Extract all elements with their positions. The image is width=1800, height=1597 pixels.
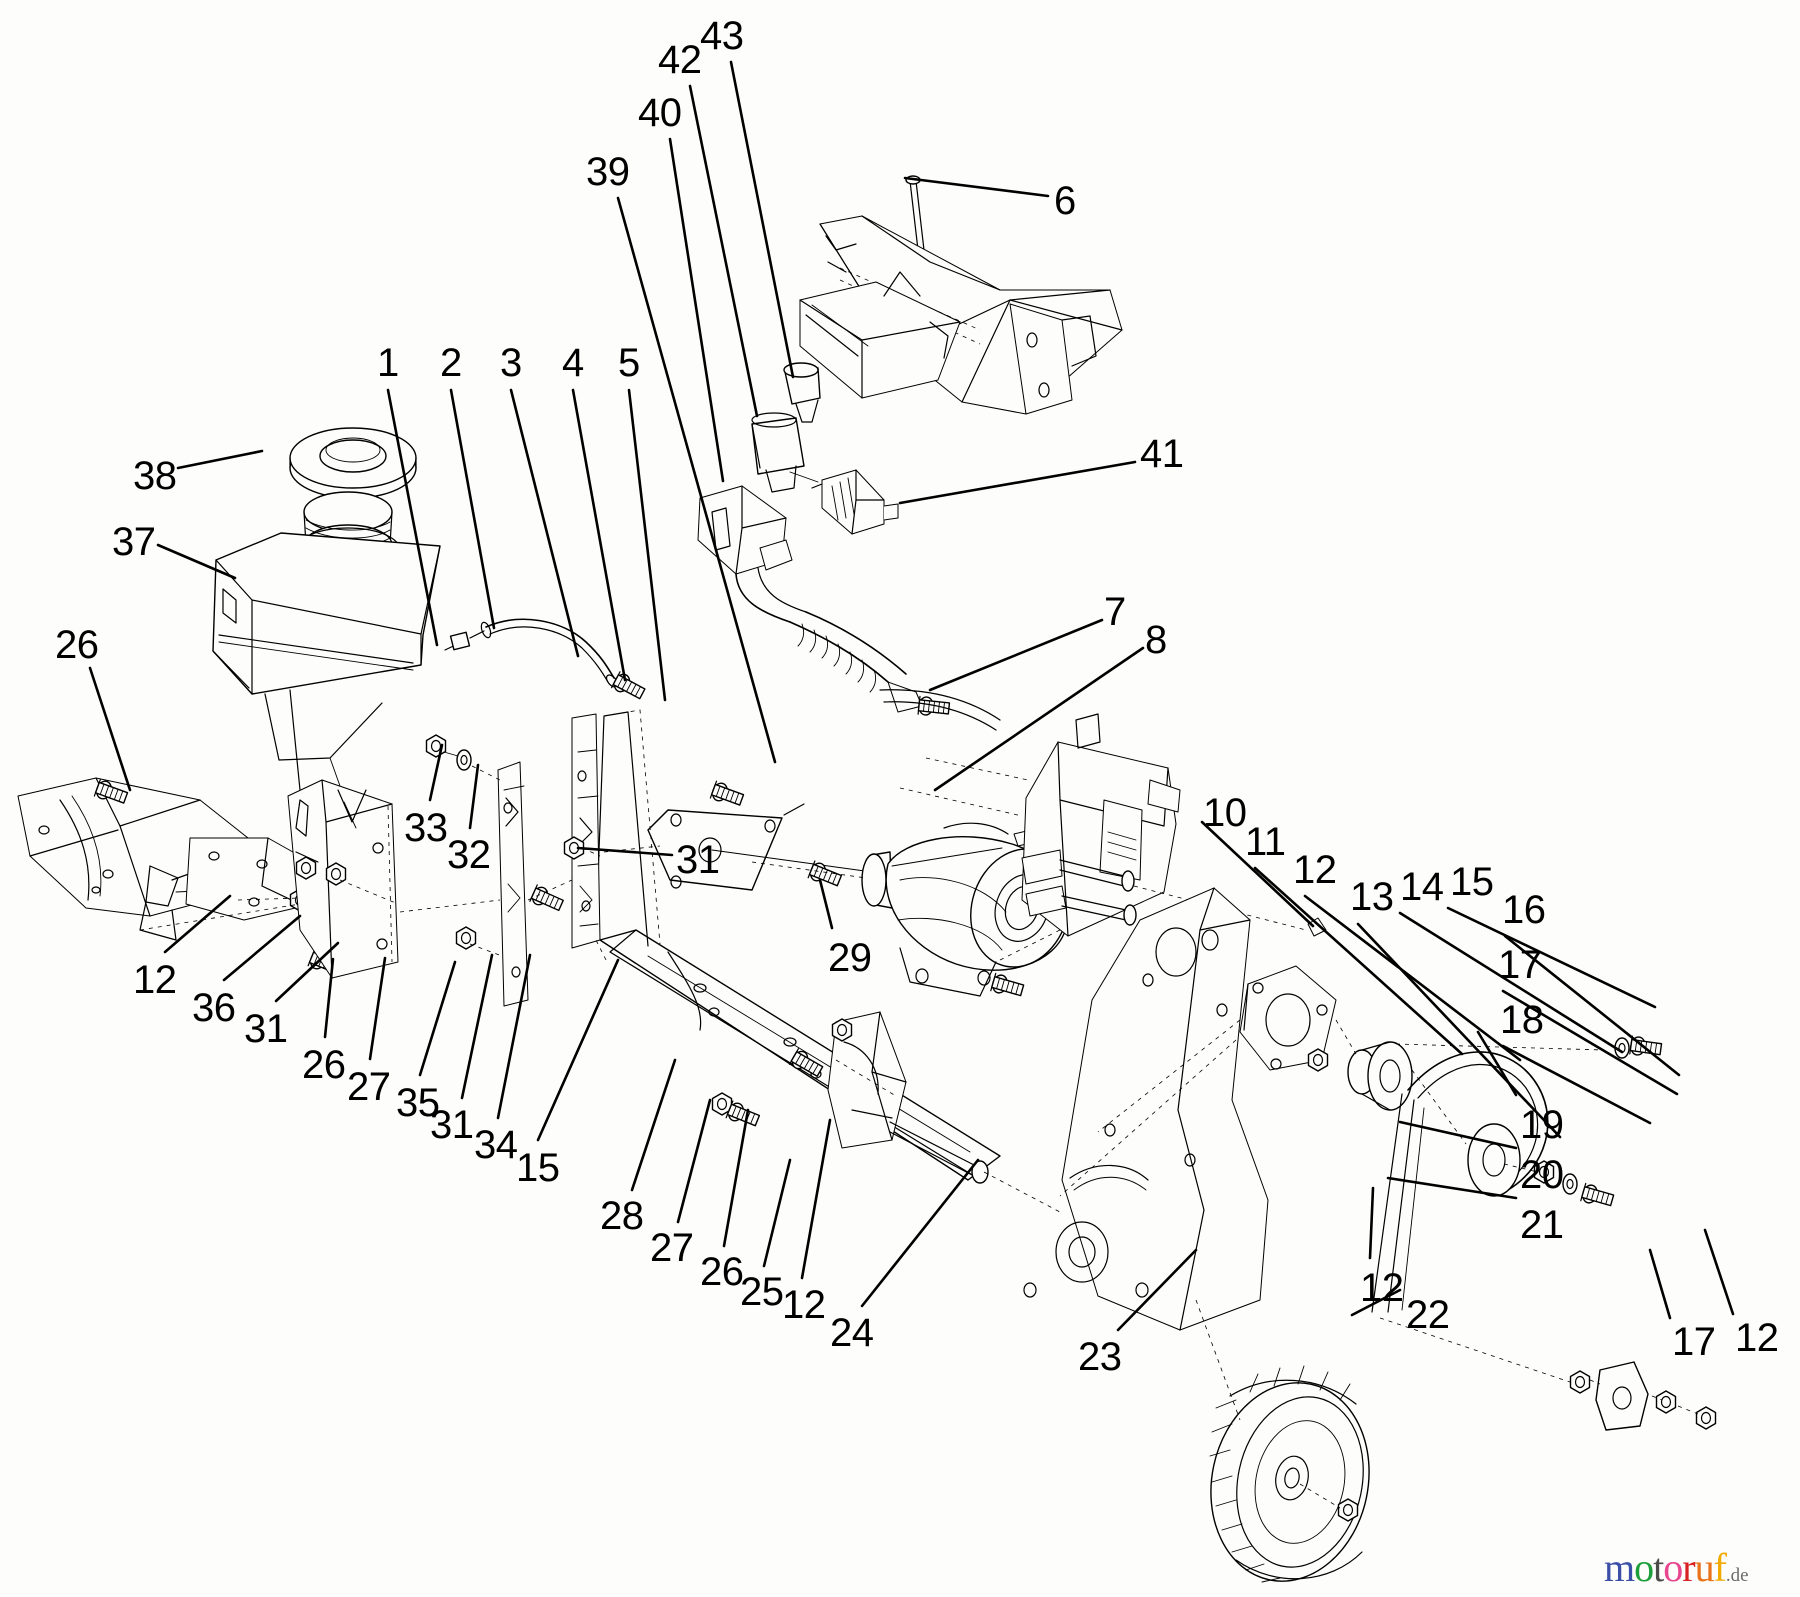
- callout-22: 22: [1406, 1293, 1450, 1337]
- callout-23: 23: [1078, 1335, 1122, 1379]
- callout-20: 20: [1520, 1153, 1564, 1197]
- wm-letter-t: t: [1653, 1545, 1664, 1590]
- callout-12: 12: [1360, 1266, 1404, 1310]
- motoruf-watermark: motoruf.de: [1604, 1548, 1749, 1588]
- part-6-chute-assembly: [799, 175, 1123, 415]
- wm-letter-u: u: [1694, 1545, 1715, 1590]
- callout-15: 15: [1450, 860, 1494, 904]
- callout-13: 13: [1350, 875, 1394, 919]
- callout-19: 19: [1520, 1103, 1564, 1147]
- callout-7: 7: [1104, 590, 1126, 634]
- callout-33: 33: [404, 806, 448, 850]
- part-35-center-plate: [287, 713, 601, 1007]
- callout-25: 25: [740, 1270, 784, 1314]
- callout-36: 36: [192, 986, 236, 1030]
- wm-letter-r: r: [1682, 1545, 1695, 1590]
- callout-29: 29: [828, 936, 872, 980]
- callout-27: 27: [650, 1226, 694, 1270]
- callout-38: 38: [133, 454, 177, 498]
- callout-12: 12: [1293, 848, 1337, 892]
- callout-10: 10: [1203, 791, 1247, 835]
- callout-12: 12: [1735, 1316, 1779, 1360]
- callout-31: 31: [676, 838, 720, 882]
- callout-26: 26: [55, 623, 99, 667]
- callout-37: 37: [112, 520, 156, 564]
- callout-4: 4: [562, 341, 584, 385]
- wm-letter-m: m: [1604, 1545, 1635, 1590]
- callout-14: 14: [1400, 865, 1444, 909]
- part-10-23-drive-assembly: [1023, 887, 1717, 1583]
- callout-18: 18: [1500, 998, 1544, 1042]
- callout-17: 17: [1498, 943, 1542, 987]
- part-38-cap-ring: [289, 427, 417, 499]
- callout-3: 3: [500, 341, 522, 385]
- callout-6: 6: [1054, 179, 1076, 223]
- callout-1: 1: [377, 341, 399, 385]
- callout-40: 40: [638, 91, 682, 135]
- callout-24: 24: [830, 1311, 874, 1355]
- part-42-40-plug: [751, 362, 821, 493]
- callout-31: 31: [430, 1103, 474, 1147]
- callout-26: 26: [700, 1250, 744, 1294]
- part-28-frame-tube: [595, 709, 1061, 1213]
- callout-21: 21: [1520, 1203, 1564, 1247]
- wm-letter-f: f: [1713, 1545, 1727, 1590]
- callout-28: 28: [600, 1194, 644, 1238]
- callout-27: 27: [347, 1065, 391, 1109]
- part-7-8-motor: [711, 713, 1181, 1000]
- callout-12: 12: [133, 958, 177, 1002]
- callout-41: 41: [1140, 432, 1184, 476]
- callout-2: 2: [440, 341, 462, 385]
- part-5-triangle-bracket: [647, 780, 805, 891]
- callout-17: 17: [1672, 1320, 1716, 1364]
- callout-11: 11: [1245, 820, 1286, 864]
- callout-16: 16: [1502, 888, 1546, 932]
- callout-31: 31: [244, 1007, 288, 1051]
- part-fuel-line-assembly: [444, 618, 648, 703]
- callout-39: 39: [586, 150, 630, 194]
- wm-suffix: .de: [1725, 1565, 1749, 1586]
- part-23-wheel: [1209, 1365, 1370, 1583]
- callout-15: 15: [516, 1146, 560, 1190]
- callout-26: 26: [302, 1043, 346, 1087]
- callout-12: 12: [782, 1283, 826, 1327]
- callout-8: 8: [1145, 618, 1167, 662]
- callout-42: 42: [658, 38, 702, 82]
- callout-5: 5: [618, 341, 640, 385]
- callout-35: 35: [396, 1081, 440, 1125]
- callout-34: 34: [474, 1123, 518, 1167]
- callout-43: 43: [700, 14, 744, 58]
- part-41-connector: [789, 469, 899, 535]
- wm-letter-o2: o: [1663, 1545, 1683, 1590]
- callout-32: 32: [447, 833, 491, 877]
- wm-letter-o1: o: [1634, 1545, 1654, 1590]
